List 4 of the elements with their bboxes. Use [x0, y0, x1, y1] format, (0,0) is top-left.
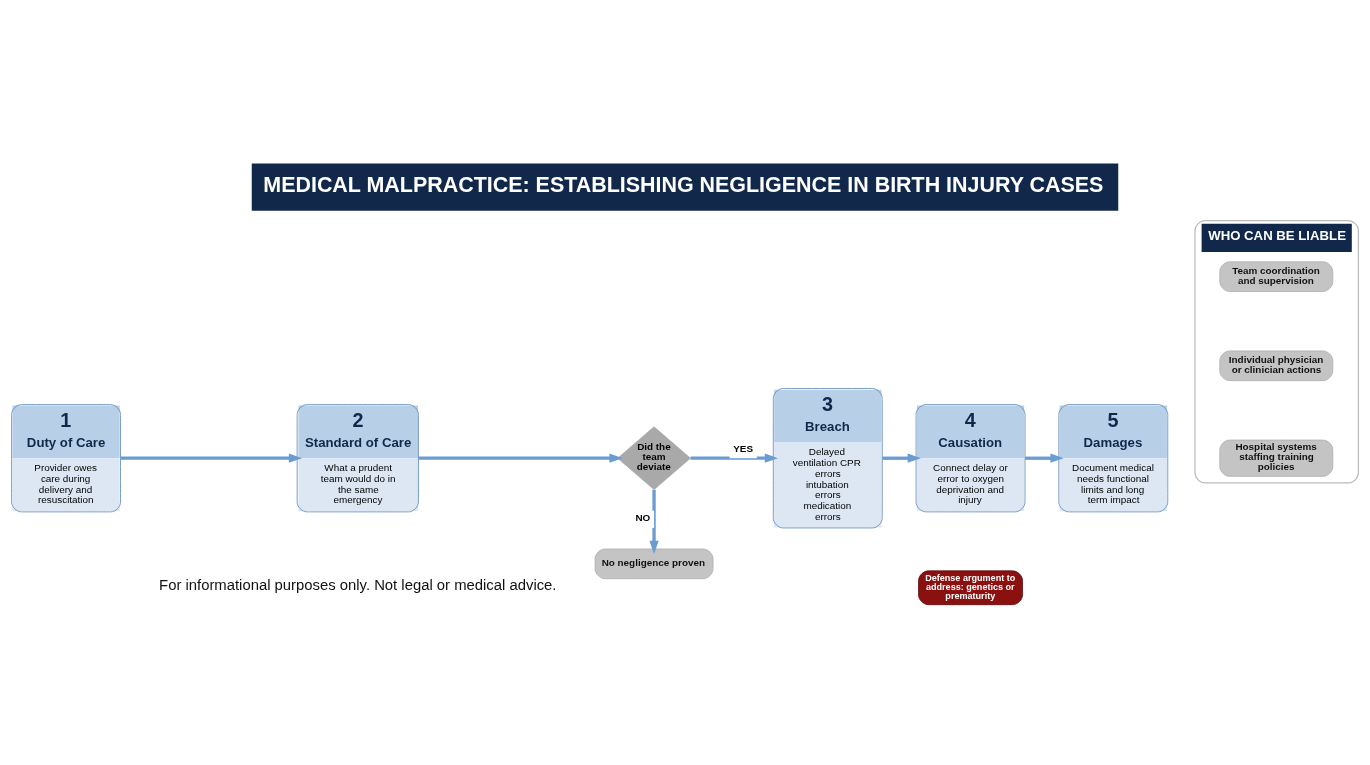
caption: For informational purposes only. Not legal or medical advice. [159, 576, 557, 593]
edge-label: NO [635, 512, 651, 524]
edge-label: YES [733, 442, 754, 454]
diagram-title: MEDICAL MALPRACTICE: ESTABLISHING NEGLIGENCE IN BIRTH INJURY CASES [263, 172, 1104, 197]
